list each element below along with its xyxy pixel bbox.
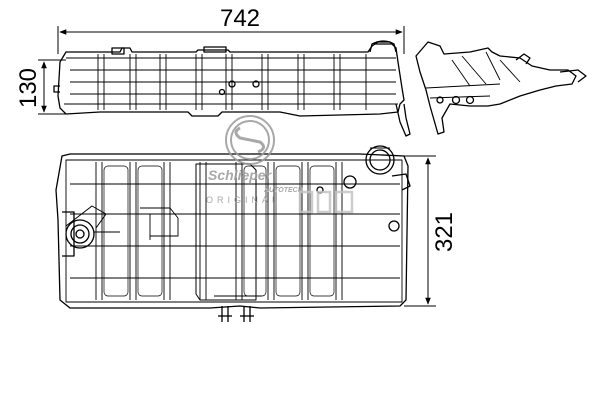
watermark-subtitle: AUTOTECH (263, 187, 304, 194)
dimension-height-label: 130 (15, 68, 42, 108)
end-view-tank (415, 41, 587, 135)
watermark-brand: Schlieper (208, 167, 273, 183)
brand-watermark: Schlieper AUTOTECH ORIGINAL (206, 115, 354, 214)
brand-logo-icon (225, 115, 275, 165)
dimension-length (57, 26, 405, 54)
dimension-height (38, 59, 66, 115)
dimension-length-label: 742 (220, 5, 260, 32)
plan-view-tank (55, 145, 411, 322)
side-view-tank (53, 40, 411, 137)
watermark-badge-icon (298, 190, 354, 214)
dimension-width (404, 155, 436, 307)
dimension-width-label: 321 (431, 212, 458, 252)
watermark-original: ORIGINAL (206, 195, 281, 205)
